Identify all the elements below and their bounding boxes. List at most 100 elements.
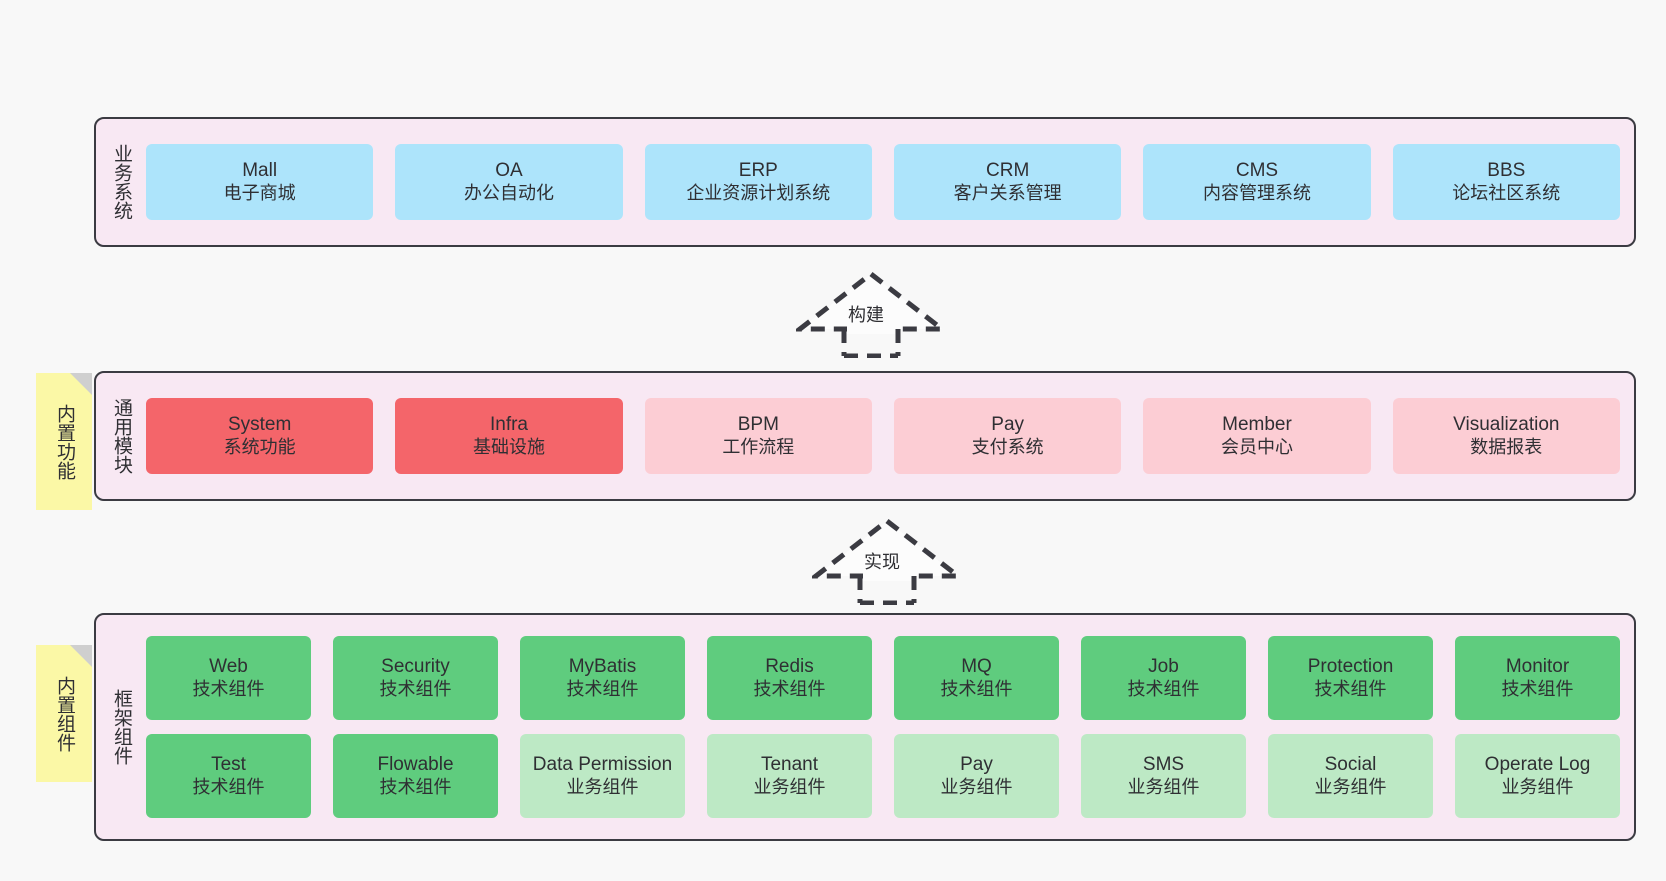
layer-body-general-modules: System 系统功能 Infra 基础设施 BPM 工作流程 Pay 支付系统…: [146, 373, 1634, 499]
component-box-subtitle: 技术组件: [566, 678, 639, 699]
layer-general-modules: 通用模块 System 系统功能 Infra 基础设施 BPM 工作流程 Pay…: [94, 371, 1636, 501]
module-box-subtitle: 支付系统: [971, 436, 1044, 457]
component-box-subtitle: 技术组件: [940, 678, 1013, 699]
component-box-subtitle: 技术组件: [1314, 678, 1387, 699]
module-box-infra[interactable]: Infra 基础设施: [395, 398, 623, 474]
component-box-monitor[interactable]: Monitor 技术组件: [1455, 636, 1620, 720]
connector-implement-label: 实现: [864, 552, 900, 572]
layer-title-business-system: 业务系统: [111, 144, 133, 220]
module-box-subtitle: 内容管理系统: [1202, 182, 1311, 203]
component-box-title: Data Permission: [532, 754, 673, 776]
module-box-title: Visualization: [1453, 414, 1560, 436]
connector-build-label: 构建: [848, 305, 884, 325]
component-box-title: MyBatis: [568, 656, 637, 678]
module-box-title: CRM: [986, 160, 1030, 182]
component-box-mq[interactable]: MQ 技术组件: [894, 636, 1059, 720]
generalization-arrow-icon: [812, 517, 962, 605]
component-box-subtitle: 业务组件: [940, 776, 1013, 797]
layer-row: System 系统功能 Infra 基础设施 BPM 工作流程 Pay 支付系统…: [146, 398, 1620, 474]
component-box-subtitle: 业务组件: [566, 776, 639, 797]
component-box-security[interactable]: Security 技术组件: [333, 636, 498, 720]
component-box-pay[interactable]: Pay 业务组件: [894, 734, 1059, 818]
module-box-oa[interactable]: OA 办公自动化: [395, 144, 623, 220]
module-box-title: Member: [1222, 414, 1292, 436]
sticky-note-label: 内置组件: [54, 675, 76, 752]
component-box-title: Monitor: [1505, 656, 1570, 678]
module-box-member[interactable]: Member 会员中心: [1143, 398, 1371, 474]
module-box-title: ERP: [738, 160, 778, 182]
layer-row: Test 技术组件 Flowable 技术组件 Data Permission …: [146, 734, 1620, 818]
component-box-title: Security: [381, 656, 450, 678]
module-box-subtitle: 办公自动化: [463, 182, 554, 203]
component-box-mybatis[interactable]: MyBatis 技术组件: [520, 636, 685, 720]
module-box-subtitle: 企业资源计划系统: [686, 182, 831, 203]
layer-framework-components: 框架组件 Web 技术组件 Security 技术组件 MyBatis 技术组件…: [94, 613, 1636, 841]
layer-body-framework-components: Web 技术组件 Security 技术组件 MyBatis 技术组件 Redi…: [146, 615, 1634, 839]
layer-row: Mall 电子商城 OA 办公自动化 ERP 企业资源计划系统 CRM 客户关系…: [146, 144, 1620, 220]
component-box-subtitle: 技术组件: [192, 678, 265, 699]
module-box-title: System: [227, 414, 292, 436]
component-box-web[interactable]: Web 技术组件: [146, 636, 311, 720]
module-box-visualization[interactable]: Visualization 数据报表: [1392, 398, 1620, 474]
component-box-data-permission[interactable]: Data Permission 业务组件: [520, 734, 685, 818]
component-box-subtitle: 技术组件: [379, 678, 452, 699]
component-box-test[interactable]: Test 技术组件: [146, 734, 311, 818]
component-box-title: Protection: [1307, 656, 1394, 678]
component-box-title: Test: [211, 754, 246, 776]
sticky-note-label: 内置功能: [54, 403, 76, 480]
component-box-subtitle: 技术组件: [1501, 678, 1574, 699]
module-box-subtitle: 论坛社区系统: [1452, 182, 1561, 203]
module-box-crm[interactable]: CRM 客户关系管理: [893, 144, 1122, 220]
note-fold-corner-icon: [70, 645, 92, 667]
component-box-subtitle: 业务组件: [753, 776, 826, 797]
component-box-title: Social: [1324, 754, 1377, 776]
component-box-title: MQ: [961, 656, 992, 678]
module-box-subtitle: 电子商城: [223, 182, 296, 203]
component-box-protection[interactable]: Protection 技术组件: [1268, 636, 1433, 720]
module-box-pay[interactable]: Pay 支付系统: [893, 398, 1122, 474]
component-box-title: Tenant: [760, 754, 819, 776]
component-box-social[interactable]: Social 业务组件: [1268, 734, 1433, 818]
module-box-subtitle: 客户关系管理: [953, 182, 1062, 203]
module-box-cms[interactable]: CMS 内容管理系统: [1143, 144, 1371, 220]
component-box-subtitle: 业务组件: [1314, 776, 1387, 797]
module-box-subtitle: 系统功能: [223, 436, 296, 457]
layer-title-framework-components: 框架组件: [111, 689, 133, 765]
module-box-erp[interactable]: ERP 企业资源计划系统: [644, 144, 872, 220]
module-box-system[interactable]: System 系统功能: [146, 398, 374, 474]
generalization-arrow-icon: [796, 270, 946, 358]
module-box-bpm[interactable]: BPM 工作流程: [644, 398, 872, 474]
component-box-subtitle: 技术组件: [1127, 678, 1200, 699]
component-box-operate-log[interactable]: Operate Log 业务组件: [1455, 734, 1620, 818]
component-box-subtitle: 业务组件: [1127, 776, 1200, 797]
module-box-subtitle: 基础设施: [472, 436, 545, 457]
connector-build: 构建: [796, 268, 946, 358]
component-box-title: Flowable: [377, 754, 454, 776]
layer-body-business-system: Mall 电子商城 OA 办公自动化 ERP 企业资源计划系统 CRM 客户关系…: [146, 119, 1634, 245]
sticky-note-builtin-components: 内置组件: [36, 645, 92, 782]
module-box-subtitle: 数据报表: [1470, 436, 1543, 457]
module-box-subtitle: 工作流程: [722, 436, 795, 457]
module-box-title: Infra: [489, 414, 528, 436]
note-fold-corner-icon: [70, 373, 92, 395]
component-box-flowable[interactable]: Flowable 技术组件: [333, 734, 498, 818]
component-box-title: Pay: [960, 754, 993, 776]
component-box-job[interactable]: Job 技术组件: [1081, 636, 1246, 720]
component-box-title: Job: [1148, 656, 1179, 678]
component-box-sms[interactable]: SMS 业务组件: [1081, 734, 1246, 818]
component-box-redis[interactable]: Redis 技术组件: [707, 636, 872, 720]
component-box-title: SMS: [1142, 754, 1185, 776]
module-box-title: Pay: [991, 414, 1025, 436]
component-box-tenant[interactable]: Tenant 业务组件: [707, 734, 872, 818]
component-box-subtitle: 技术组件: [379, 776, 452, 797]
sticky-note-builtin-features: 内置功能: [36, 373, 92, 510]
module-box-subtitle: 会员中心: [1220, 436, 1293, 457]
module-box-bbs[interactable]: BBS 论坛社区系统: [1392, 144, 1620, 220]
layer-row: Web 技术组件 Security 技术组件 MyBatis 技术组件 Redi…: [146, 636, 1620, 720]
module-box-title: OA: [495, 160, 523, 182]
module-box-mall[interactable]: Mall 电子商城: [146, 144, 374, 220]
module-box-title: BPM: [737, 414, 779, 436]
module-box-title: BBS: [1487, 160, 1526, 182]
component-box-title: Redis: [765, 656, 814, 678]
